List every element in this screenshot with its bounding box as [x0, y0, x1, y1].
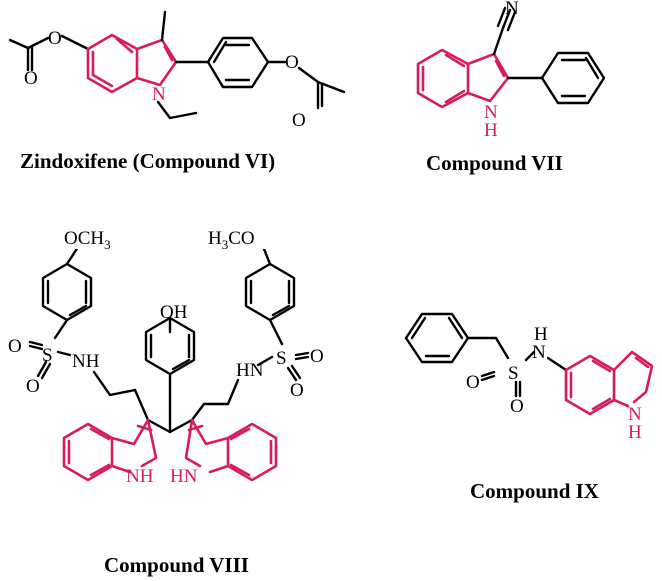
- atom-hn: HN: [170, 466, 198, 487]
- atom-n: N: [532, 342, 546, 363]
- atom-o: O: [310, 346, 324, 367]
- atom-nh: NH: [72, 351, 100, 372]
- atom-s: S: [508, 363, 519, 384]
- atom-och3: OCH3: [64, 228, 111, 252]
- atom-h: H: [484, 120, 498, 141]
- atom-o: O: [292, 110, 306, 131]
- atom-n: N: [628, 404, 642, 425]
- atom-hn: HN: [236, 360, 264, 381]
- atom-s: S: [42, 345, 53, 366]
- atom-o: O: [26, 376, 40, 397]
- atom-h: H: [534, 324, 548, 345]
- atom-nh: NH: [126, 466, 154, 487]
- atom-h: H: [628, 422, 642, 443]
- compound-viii-right-indole: [184, 418, 278, 482]
- atom-n: N: [484, 102, 498, 123]
- atom-oh: OH: [160, 302, 188, 323]
- compound-vii-structure: [416, 6, 606, 109]
- atom-o: O: [510, 396, 524, 417]
- atom-n: N: [505, 0, 519, 19]
- atom-n: N: [152, 84, 166, 105]
- caption-compound-vii: Compound VII: [426, 151, 563, 175]
- caption-zindoxifene: Zindoxifene (Compound VI): [20, 149, 275, 173]
- atom-o: O: [24, 68, 38, 89]
- compound-viii-structure: [28, 242, 310, 434]
- atom-h3co: H3CO: [208, 228, 255, 252]
- atom-s: S: [276, 348, 287, 369]
- atom-o: O: [48, 28, 62, 49]
- compound-viii-left-indole: [62, 418, 158, 482]
- compound-ix-indole: [564, 350, 654, 416]
- zindoxifene-structure: [8, 10, 346, 120]
- atom-o: O: [285, 52, 299, 73]
- atom-o: O: [290, 380, 304, 401]
- caption-compound-ix: Compound IX: [470, 479, 599, 503]
- atom-o: O: [466, 372, 480, 393]
- caption-compound-viii: Compound VIII: [104, 553, 249, 577]
- atom-o: O: [8, 336, 22, 357]
- compound-ix-structure: [404, 312, 568, 398]
